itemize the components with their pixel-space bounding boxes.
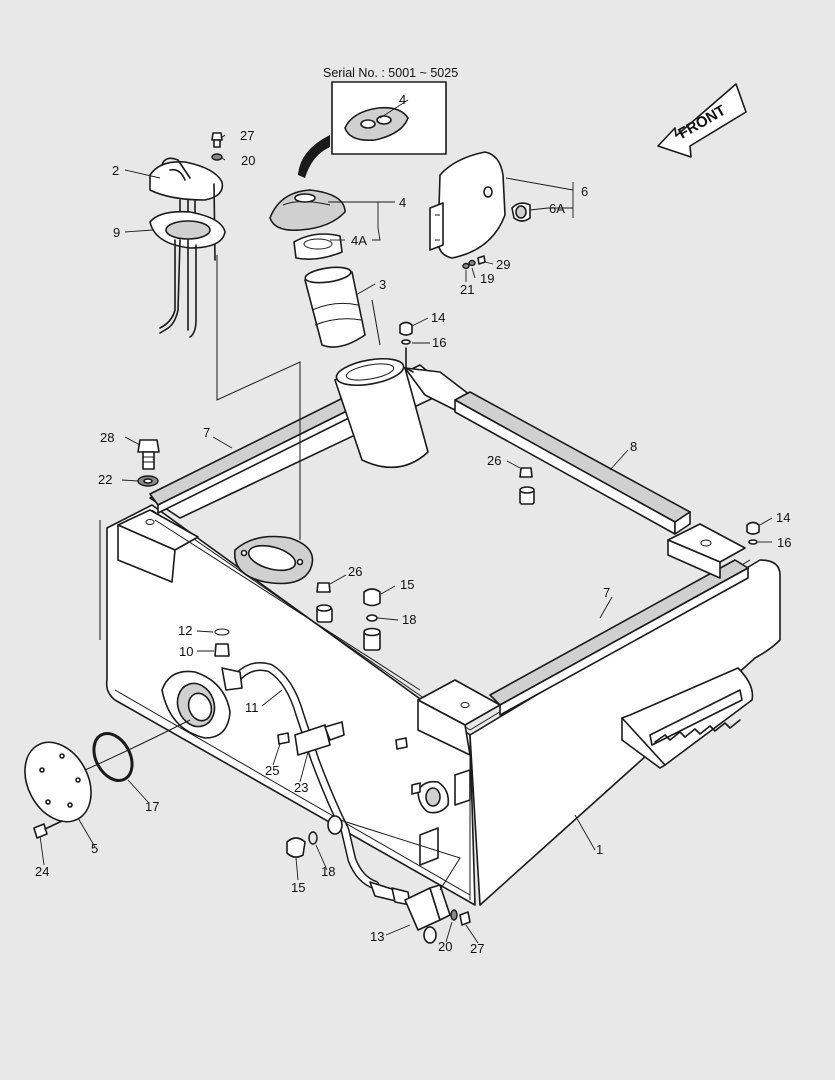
drain-valve-13 (404, 884, 451, 944)
left-bracket (117, 509, 199, 583)
callout-24: 24 (35, 864, 49, 879)
leader-lines (39, 99, 773, 944)
callout-18-low: 18 (321, 864, 335, 879)
door-screws (462, 255, 486, 270)
callout-13: 13 (370, 929, 384, 944)
callout-20-low: 20 (438, 939, 452, 954)
cover-plate-5 (24, 741, 92, 823)
callout-14-right: 14 (776, 510, 790, 525)
callout-3: 3 (379, 277, 386, 292)
filler-neck (334, 357, 429, 469)
fuel-sender (149, 157, 226, 338)
callout-4-inset: 4 (399, 92, 406, 107)
sender-mount-flange (234, 535, 314, 585)
hose-end-fitting (369, 881, 411, 906)
rubber-strip-7-right (489, 559, 749, 716)
callout-5: 5 (91, 841, 98, 856)
rubber-strip-7-left (149, 391, 366, 514)
fuel-cap (269, 189, 346, 232)
callout-14-top: 14 (431, 310, 445, 325)
callout-26-mid: 26 (348, 564, 362, 579)
door-lock-6A (511, 202, 531, 222)
callout-29: 29 (496, 257, 510, 272)
callout-27-low: 27 (470, 941, 484, 956)
callout-15-low: 15 (291, 880, 305, 895)
washer-20-low (450, 909, 458, 921)
serial-inset (298, 81, 447, 178)
bolt-24 (33, 820, 63, 839)
callout-16-top: 16 (432, 335, 446, 350)
serial-note: Serial No. : 5001 ~ 5025 (323, 66, 458, 80)
plug-15-low (286, 837, 306, 858)
plug-15-mid (363, 588, 381, 651)
strainer-3 (304, 266, 381, 348)
callout-27-top: 27 (240, 128, 254, 143)
callout-26-right: 26 (487, 453, 501, 468)
callout-6A: 6A (549, 201, 565, 216)
hose-11 (230, 662, 380, 890)
callout-28: 28 (100, 430, 114, 445)
bolt-27-low (459, 911, 471, 926)
callout-2: 2 (112, 163, 119, 178)
callout-18-mid: 18 (402, 612, 416, 627)
center-bracket (417, 679, 501, 756)
clamp-23 (294, 721, 345, 756)
plug-14-top (399, 321, 414, 373)
elbow-fitting-10 (214, 628, 243, 691)
plug-14-right (746, 521, 760, 545)
port-flange (161, 670, 231, 739)
boss-26-right (519, 467, 535, 505)
callout-4: 4 (399, 195, 406, 210)
step (621, 667, 754, 769)
callout-17: 17 (145, 799, 159, 814)
callout-7-left: 7 (203, 425, 210, 440)
boss-26-mid (316, 582, 333, 623)
bolt-28 (137, 439, 160, 470)
callout-20-top: 20 (241, 153, 255, 168)
callout-19: 19 (480, 271, 494, 286)
callout-23: 23 (294, 780, 308, 795)
callout-11: 11 (245, 700, 259, 715)
callout-1: 1 (596, 842, 603, 857)
callout-9: 9 (113, 225, 120, 240)
callout-10: 10 (179, 644, 193, 659)
callout-25: 25 (265, 763, 279, 778)
oring-18-low (308, 831, 318, 845)
callout-7-right: 7 (603, 585, 610, 600)
rubber-strip-8 (454, 391, 691, 535)
callout-22: 22 (98, 472, 112, 487)
access-door (429, 151, 506, 259)
callout-16-right: 16 (777, 535, 791, 550)
callout-12: 12 (178, 623, 192, 638)
cap-gasket-4A (293, 233, 343, 260)
callout-8: 8 (630, 439, 637, 454)
callout-4A: 4A (351, 233, 367, 248)
front-face-fittings (395, 737, 471, 866)
oring-17 (92, 732, 134, 782)
bolt-25 (277, 732, 290, 745)
callout-15-mid: 15 (400, 577, 414, 592)
callout-21: 21 (460, 282, 474, 297)
tank-boss-low (327, 815, 343, 835)
right-bracket (667, 523, 746, 579)
washer-22 (137, 475, 159, 487)
callout-6: 6 (581, 184, 588, 199)
front-arrow (657, 83, 747, 158)
bolt-27-top (211, 132, 223, 161)
